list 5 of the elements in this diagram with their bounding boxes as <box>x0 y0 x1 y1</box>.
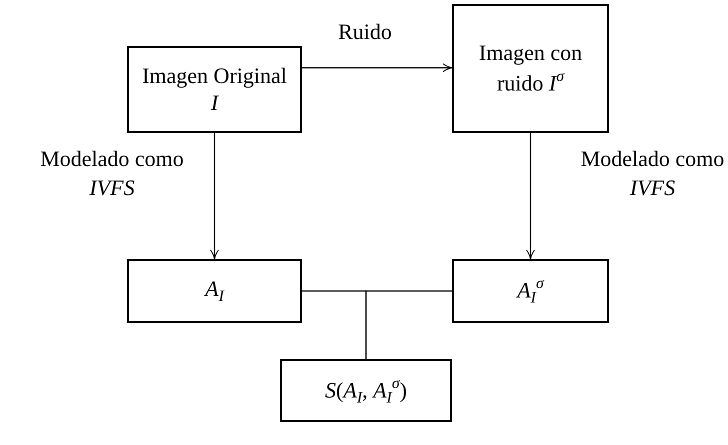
process-box: Imagen con ruido I$^{σ}$ <box>452 4 609 133</box>
process-box: Imagen Original I <box>127 46 302 133</box>
connector-line <box>365 290 452 359</box>
process-box: S(A$_{I}$, A$_{I}$$^{σ}$) <box>280 359 452 422</box>
process-box: A$_{I}$ <box>127 259 302 323</box>
